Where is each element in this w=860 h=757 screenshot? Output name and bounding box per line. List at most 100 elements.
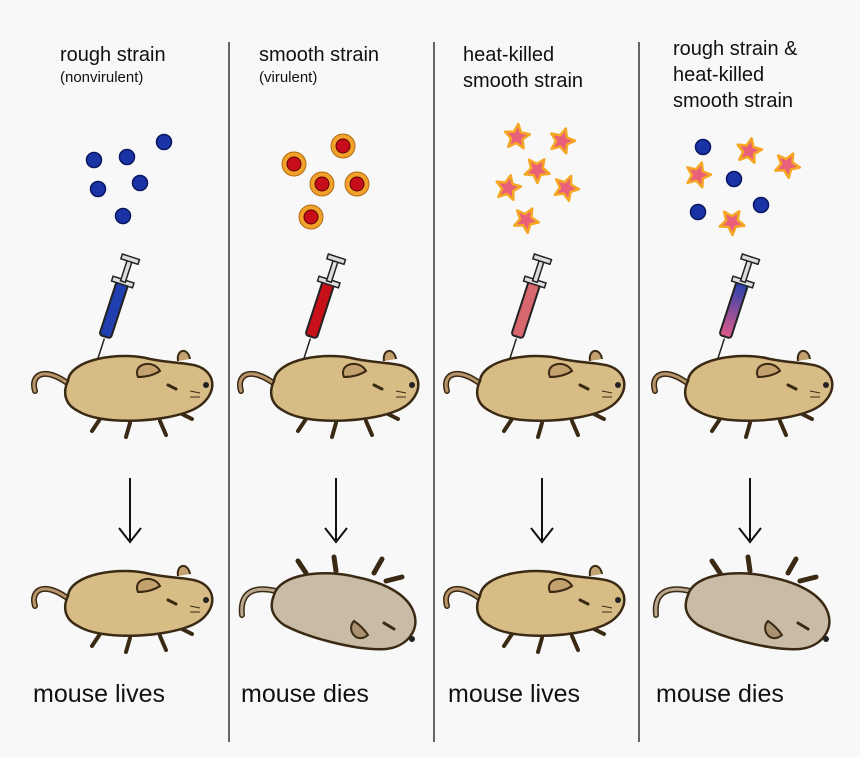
syringe-thumb-rest [531, 253, 553, 266]
heat-killed-cell [774, 152, 802, 180]
mouse-ear-back [382, 350, 397, 362]
syringe [302, 253, 347, 362]
mouse-legs [90, 411, 194, 439]
mouse-tail [652, 372, 692, 393]
panel-title: rough strain (nonvirulent) [60, 42, 166, 88]
smooth-cell [298, 204, 324, 230]
title-line: smooth strain [259, 44, 380, 66]
title-line: heat-killed [673, 64, 765, 86]
mouse-body [270, 572, 417, 651]
syringe-plunger [119, 258, 134, 284]
syringe-barrel [511, 279, 541, 339]
heat-killed-cell [736, 137, 764, 165]
syringe-thumb-rest [739, 253, 761, 266]
title-line: heat-killed [463, 44, 555, 66]
mouse-ear [350, 619, 370, 640]
rough-cell [694, 138, 712, 156]
rough-cell [752, 196, 770, 214]
mouse-whiskers [189, 605, 201, 613]
rough-cell [85, 151, 103, 169]
mouse-tail [240, 587, 278, 617]
mouse-legs [502, 411, 606, 439]
rough-cell [118, 148, 136, 166]
syringe-plunger [739, 258, 754, 284]
rough-cell [725, 170, 743, 188]
result-label: mouse dies [656, 680, 784, 708]
title-line: rough strain [60, 44, 166, 66]
mouse-ear-back [796, 350, 811, 362]
mouse-nose [409, 382, 415, 388]
title-line: smooth strain [463, 70, 584, 92]
heat-killed-cell [553, 174, 581, 202]
mouse-body [269, 354, 420, 422]
syringe [716, 253, 761, 362]
panel-subtitle: (nonvirulent) [60, 69, 144, 86]
panel-title: rough strain & heat-killed smooth strain [673, 36, 798, 114]
mouse-dead [238, 554, 417, 651]
heat-killed-cell [550, 127, 577, 155]
mouse-ear [135, 577, 162, 594]
mouse-ear-back [588, 350, 603, 362]
mouse-tail [654, 587, 692, 617]
mouse-ear-back [588, 565, 603, 577]
rough-cell [131, 174, 149, 192]
mouse-nose [823, 636, 829, 642]
title-line: rough strain & [673, 38, 798, 60]
mouse-ear-back [176, 350, 191, 362]
syringe-thumb-rest [325, 253, 347, 266]
rough-cell [155, 133, 173, 151]
mouse-eye [578, 598, 590, 606]
smooth-cell [330, 133, 356, 159]
smooth-cell [309, 171, 335, 197]
mouse-ear [547, 362, 574, 379]
mouse-alive [443, 350, 626, 439]
mouse-eye [786, 383, 798, 391]
result-label: mouse dies [241, 680, 369, 708]
mouse-eye [372, 383, 384, 391]
mouse-dead [652, 554, 831, 651]
mouse-eye [578, 383, 590, 391]
arrow-down-icon [118, 478, 142, 544]
experiment-illustration [443, 122, 626, 654]
heat-killed-cell [513, 207, 541, 235]
mouse-body [475, 354, 626, 422]
smooth-cell [344, 171, 370, 197]
mouse-body [63, 354, 214, 422]
mouse-alive [443, 565, 626, 654]
heat-killed-cell [503, 122, 531, 150]
mouse-ear [764, 619, 784, 640]
mouse-legs [296, 411, 400, 439]
mouse-body [475, 569, 626, 637]
mouse-nose [409, 636, 415, 642]
divider-1 [228, 42, 230, 742]
mouse-alive [651, 350, 834, 439]
heat-killed-cell [495, 174, 523, 202]
panel-rough: rough strain (nonvirulent) mouse lives [30, 0, 235, 757]
mouse-legs [502, 626, 606, 654]
mouse-body [63, 569, 214, 637]
mouse-nose [203, 382, 209, 388]
mouse-ear [547, 577, 574, 594]
mouse-tail [32, 372, 72, 393]
result-label: mouse lives [448, 680, 580, 708]
mouse-alive [31, 565, 214, 654]
experiment-illustration [31, 133, 214, 654]
mouse-tail [32, 587, 72, 608]
panel-mixed: rough strain & heat-killed smooth strain… [650, 0, 855, 757]
mouse-legs [710, 411, 814, 439]
divider-2 [433, 42, 435, 742]
mouse-legs-up [295, 554, 405, 584]
result-label: mouse lives [33, 680, 165, 708]
mouse-alive [31, 350, 214, 439]
mouse-nose [615, 597, 621, 603]
mouse-alive [237, 350, 420, 439]
mouse-ear-back [176, 565, 191, 577]
arrow-down-icon [738, 478, 762, 544]
mouse-whiskers [601, 605, 613, 613]
smooth-cell [281, 151, 307, 177]
syringe-thumb-rest [119, 253, 141, 266]
rough-cell [689, 203, 707, 221]
mouse-nose [203, 597, 209, 603]
syringe-plunger [325, 258, 340, 284]
heat-killed-cell [686, 161, 713, 189]
